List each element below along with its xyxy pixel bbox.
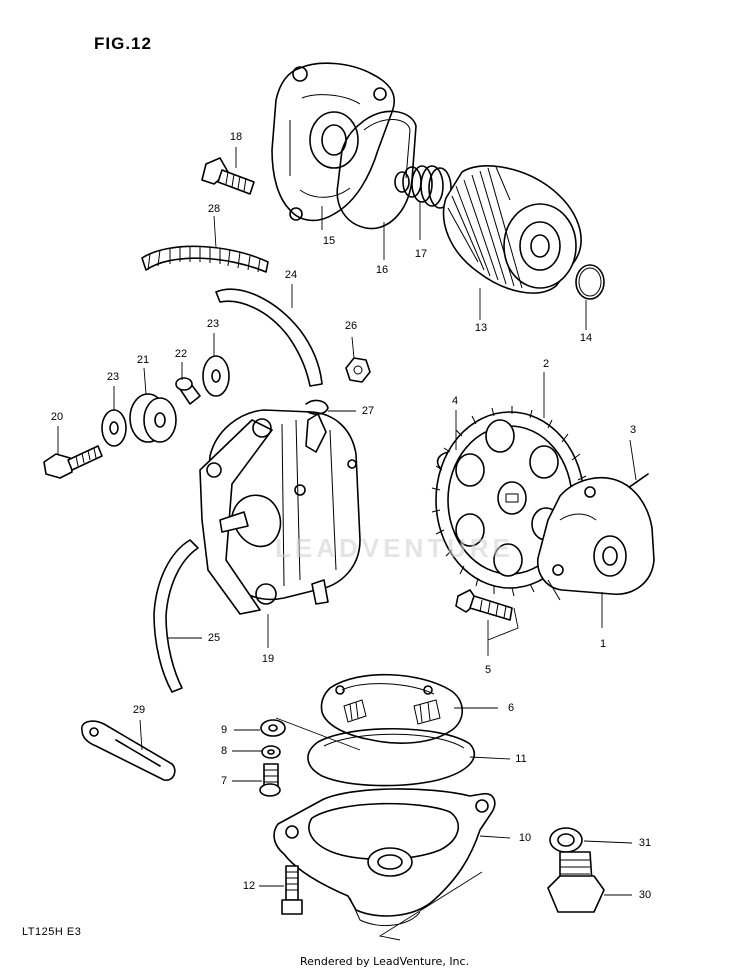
callout-28: 29 xyxy=(132,704,146,716)
bolt-18 xyxy=(201,157,255,195)
callout-27: 27 xyxy=(361,405,375,417)
o-ring-14 xyxy=(575,264,605,300)
oil-pump-body-1 xyxy=(537,476,655,601)
fuel-pump-19 xyxy=(199,409,361,615)
spring-17 xyxy=(394,165,452,209)
callout-24: 26 xyxy=(344,320,358,332)
bolt-12 xyxy=(281,865,303,915)
callout-12: 12 xyxy=(242,880,256,892)
hose-26 xyxy=(153,539,199,693)
callout-5: 5 xyxy=(484,664,492,676)
callout-11: 11 xyxy=(515,753,527,765)
callout-21: 21 xyxy=(136,354,150,366)
callout-22: 22 xyxy=(174,348,188,360)
figure-title: FIG.12 xyxy=(94,34,152,53)
callout-17: 17 xyxy=(414,248,428,260)
callout-19: 19 xyxy=(261,653,275,665)
callout-25: 24 xyxy=(284,269,298,281)
callout-30: 30 xyxy=(638,889,652,901)
gasket-16 xyxy=(336,110,417,230)
callout-10: 10 xyxy=(518,832,532,844)
washer-9 xyxy=(260,719,286,737)
grommet-21 xyxy=(129,393,177,443)
callout-15: 15 xyxy=(322,235,336,247)
callout-26: 25 xyxy=(207,632,221,644)
callout-4: 4 xyxy=(451,395,459,407)
callout-2: 2 xyxy=(542,358,550,370)
callout-6: 6 xyxy=(507,702,515,714)
watermark: LEADVENTURE xyxy=(275,533,515,563)
callout-18: 18 xyxy=(229,131,243,143)
callout-16: 16 xyxy=(375,264,389,276)
bolt-20 xyxy=(43,445,103,479)
callout-29: 28 xyxy=(207,203,221,215)
leader-lines xyxy=(57,147,637,941)
callout-8: 8 xyxy=(220,745,228,757)
screw-7 xyxy=(259,763,281,797)
collar-22 xyxy=(175,377,201,405)
washer-23-lower xyxy=(101,409,127,447)
bolt-5 xyxy=(455,589,513,621)
gasket-31 xyxy=(549,827,583,853)
gasket-11 xyxy=(307,727,476,787)
clip-27 xyxy=(305,399,329,415)
hose-25 xyxy=(215,288,323,387)
oil-strainer-6 xyxy=(320,673,464,744)
callout-9: 9 xyxy=(220,724,228,736)
washer-23-upper xyxy=(202,355,230,397)
oil-pan-10 xyxy=(273,788,496,926)
render-credit: Rendered by LeadVenture, Inc. xyxy=(300,955,470,968)
nut-24 xyxy=(345,357,371,383)
callout-1: 1 xyxy=(599,638,607,650)
callout-23-upper: 23 xyxy=(206,318,220,330)
model-code: LT125H E3 xyxy=(22,926,82,938)
callout-13: 13 xyxy=(474,322,488,334)
callout-23-lower: 23 xyxy=(106,371,120,383)
bracket-28 xyxy=(81,720,176,781)
callout-14: 14 xyxy=(579,332,593,344)
callout-7: 7 xyxy=(220,775,228,787)
washer-8 xyxy=(261,745,281,759)
oil-filter-13 xyxy=(442,165,582,294)
callout-31: 31 xyxy=(638,837,652,849)
cover-plate-15 xyxy=(271,62,396,222)
callout-20: 20 xyxy=(50,411,64,423)
callout-3: 3 xyxy=(629,424,637,436)
drain-plug-30 xyxy=(547,851,605,913)
pin-3 xyxy=(627,473,649,489)
